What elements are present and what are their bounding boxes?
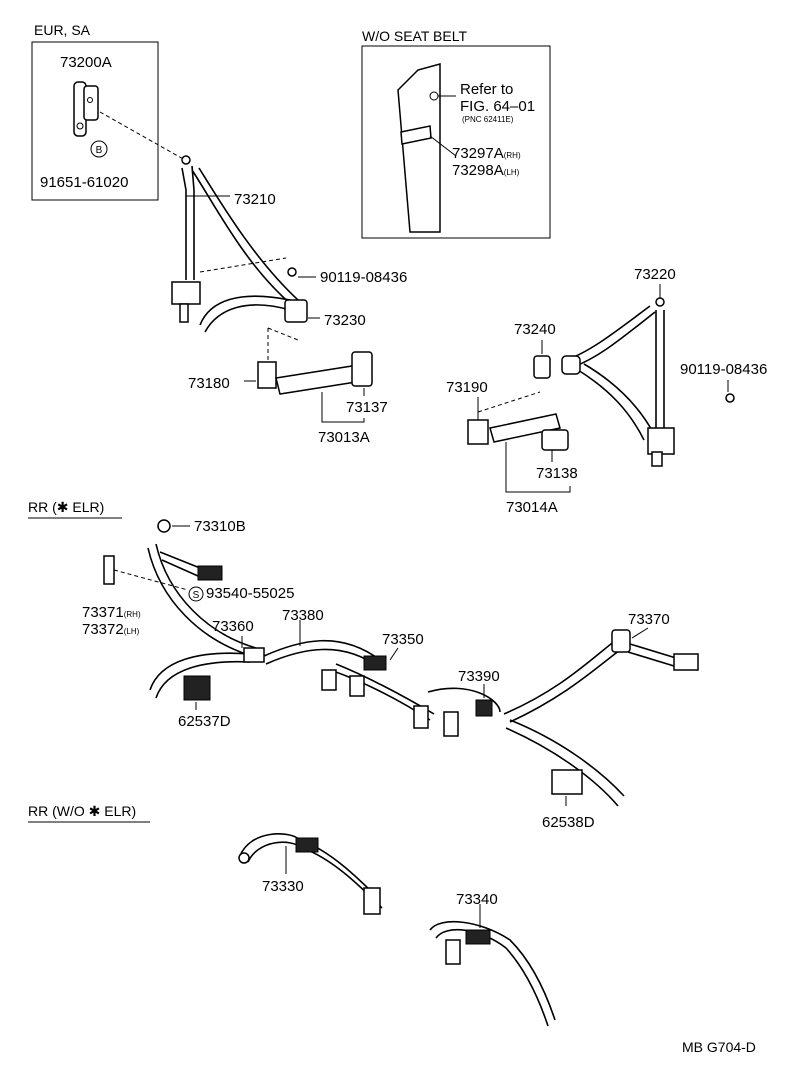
rear-elr-assembly: RR (✱ ELR) 73310B S 93540-55025 73371(RH… [28, 499, 699, 831]
part-label-73350: 73350 [382, 631, 424, 648]
part-label-73390: 73390 [458, 668, 500, 685]
pillar-cover-73297a [400, 125, 432, 145]
retractor-73370 [611, 629, 631, 653]
front-right-belt-assembly: 73220 73240 90119-08436 73190 73138 7301… [446, 266, 767, 516]
part-label-93540-55025: 93540-55025 [206, 585, 294, 602]
group-label-wo-seat-belt: W/O SEAT BELT [362, 28, 467, 44]
b-pillar-trim [397, 63, 441, 233]
inset-frame [31, 41, 159, 201]
part-label-73210: 73210 [234, 191, 276, 208]
part-label-91651-61020: 91651-61020 [40, 174, 128, 191]
cover-73371 [103, 555, 115, 585]
part-label-73200a: 73200A [60, 54, 112, 71]
retractor-73220 [647, 427, 675, 455]
tongue-upper [197, 565, 223, 581]
part-label-73340: 73340 [456, 891, 498, 908]
buckle-73370 [673, 653, 699, 671]
part-label-73298a: 73298A(LH) [452, 162, 520, 179]
cover-73390 [475, 699, 493, 717]
part-label-73230: 73230 [324, 312, 366, 329]
part-label-73014a: 73014A [506, 499, 558, 516]
part-label-73013a: 73013A [318, 429, 370, 446]
bolt-90119 [287, 267, 297, 277]
drawing-code: MB G704-D [682, 1039, 756, 1055]
refer-line-1: Refer to [460, 81, 513, 98]
buckle-73190 [467, 419, 489, 445]
refer-line-2: FIG. 64–01 [460, 98, 535, 115]
wo-seat-belt-inset: W/O SEAT BELT Refer to FIG. 64–01 (PNC 6… [361, 28, 551, 239]
buckle-73230 [284, 299, 308, 323]
badge-b [90, 140, 108, 158]
front-left-belt-assembly: 73210 90119-08436 73230 73180 73137 7301… [99, 111, 407, 446]
part-label-73372: 73372(LH) [82, 621, 140, 638]
part-label-73310b: 73310B [194, 518, 246, 535]
part-label-73371: 73371(RH) [82, 604, 141, 621]
badge-s-letter: S [193, 590, 200, 601]
part-label-73190: 73190 [446, 379, 488, 396]
part-label-73138: 73138 [536, 465, 578, 482]
refer-line-3: (PNC 62411E) [462, 115, 514, 124]
badge-s [188, 586, 204, 602]
cover-62537d [183, 675, 211, 701]
part-label-73240: 73240 [514, 321, 556, 338]
cover-73013 [275, 365, 357, 395]
part-label-62538d: 62538D [542, 814, 595, 831]
cap-73310b [157, 519, 171, 533]
group-label-rr-wo-elr: RR (W/O ✱ ELR) [28, 803, 136, 819]
cover-73137 [351, 351, 373, 387]
tongue-73330 [295, 837, 319, 853]
retractor-73210 [171, 281, 201, 305]
anchor-bolt [181, 155, 191, 165]
buckle-73360 [243, 647, 265, 663]
part-label-73297a: 73297A(RH) [452, 145, 521, 162]
tongue-73340 [465, 929, 491, 945]
cover-73014 [489, 413, 561, 443]
eur-sa-inset: EUR, SA 73200A B 91651-61020 [31, 22, 159, 201]
part-label-73380: 73380 [282, 607, 324, 624]
cover-62538d [551, 769, 583, 795]
cover-73138 [541, 429, 569, 451]
shoulder-anchor-73200a [73, 81, 99, 137]
part-label-73137: 73137 [346, 399, 388, 416]
part-label-73360: 73360 [212, 618, 254, 635]
part-label-73220: 73220 [634, 266, 676, 283]
part-label-73370: 73370 [628, 611, 670, 628]
buckle-73240 [533, 355, 551, 379]
group-label-eur-sa: EUR, SA [34, 22, 91, 38]
inset-frame-wo [361, 45, 551, 239]
part-label-90119-08436-b: 90119-08436 [680, 361, 767, 378]
part-label-62537d: 62537D [178, 713, 231, 730]
buckle-73180 [257, 361, 277, 389]
part-label-90119-08436-a: 90119-08436 [320, 269, 407, 286]
tongue-73350 [363, 655, 387, 671]
tongue-plate [561, 355, 581, 375]
part-label-73330: 73330 [262, 878, 304, 895]
badge-b-letter: B [96, 145, 103, 156]
rear-wo-elr-assembly: RR (W/O ✱ ELR) 73330 73340 [28, 803, 556, 1027]
group-label-rr-elr: RR (✱ ELR) [28, 499, 104, 515]
part-label-73180: 73180 [188, 375, 230, 392]
